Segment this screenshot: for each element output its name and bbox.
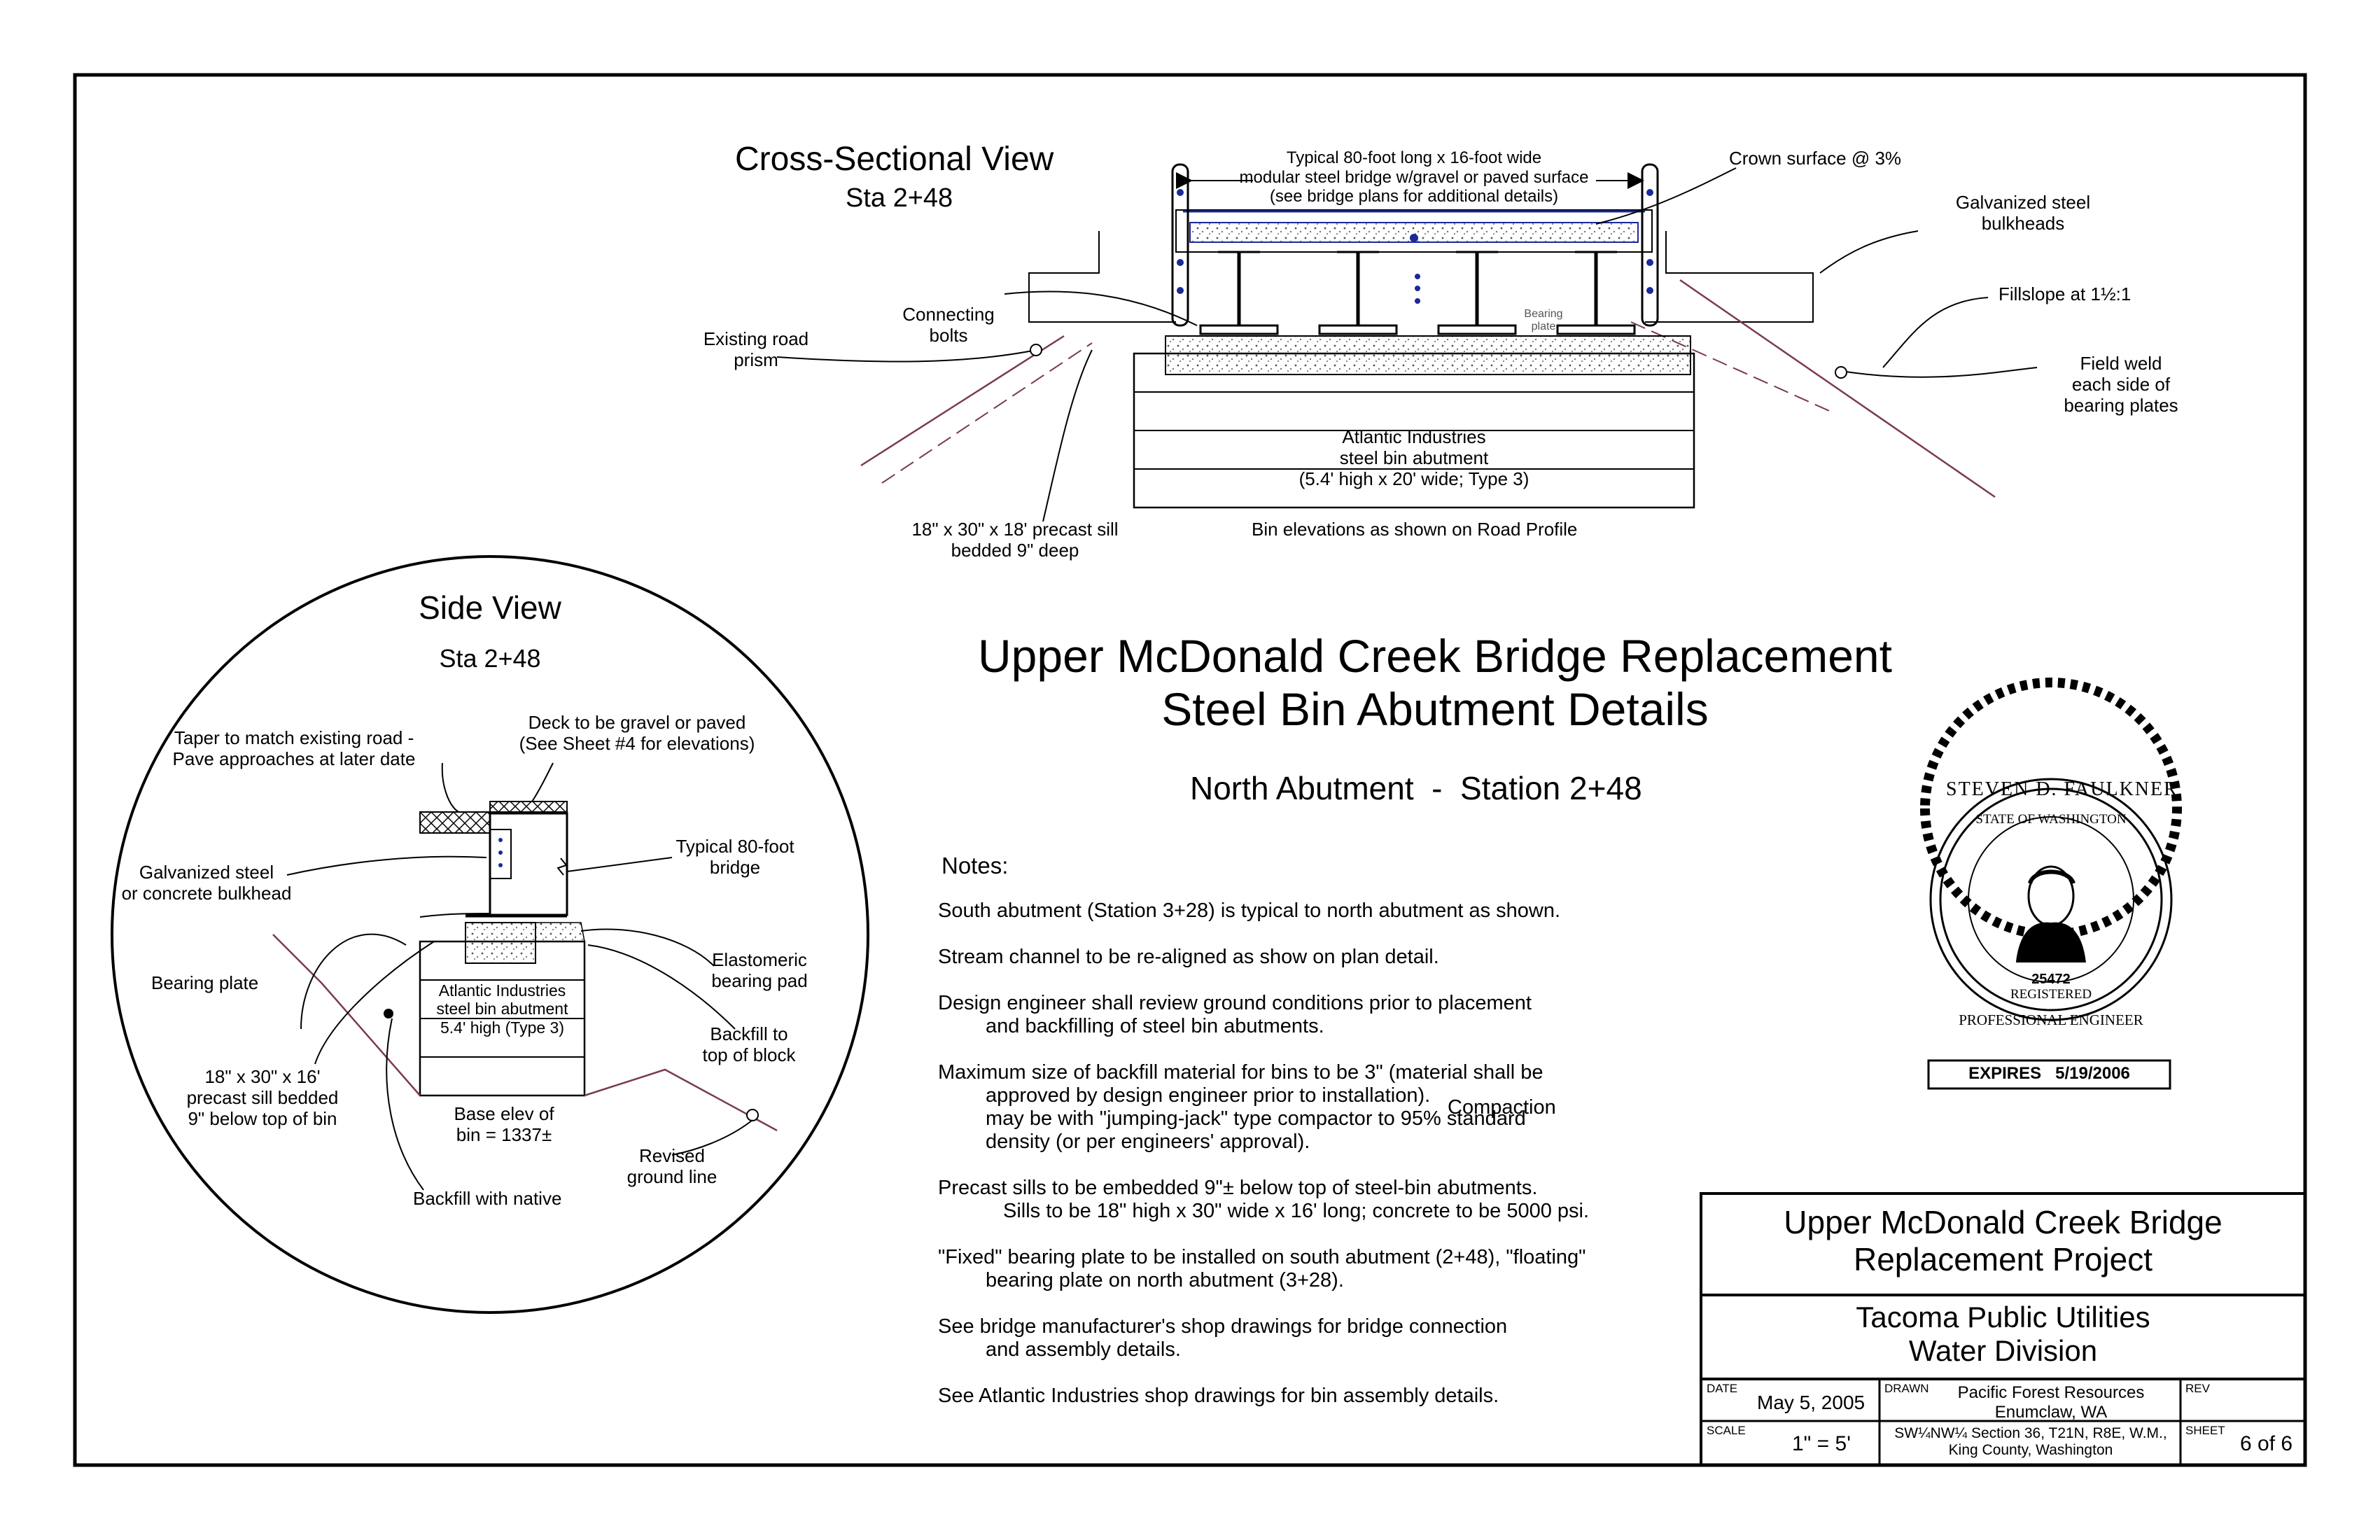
- note-item: Maximum size of backfill material for bi…: [938, 1061, 1544, 1084]
- cross-section-title: Cross-Sectional View: [735, 141, 1054, 178]
- scale-label: SCALE: [1707, 1424, 1746, 1437]
- notes-list: South abutment (Station 3+28) is typical…: [938, 899, 1590, 1407]
- elastomeric-label: Elastomeric bearing pad: [711, 949, 808, 991]
- seal-state: STATE OF WASHINGTON: [1975, 812, 2127, 827]
- taper-label: Taper to match existing road - Pave appr…: [172, 727, 416, 769]
- backfill-block-label: Backfill to top of block: [702, 1023, 796, 1065]
- location-value: SW¼NW¼ Section 36, T21N, R8E, W.M., King…: [1894, 1425, 2167, 1459]
- side-view-station: Sta 2+48: [439, 644, 541, 673]
- side-view-title: Side View: [419, 589, 561, 626]
- backfill-native-label: Backfill with native: [413, 1188, 562, 1209]
- sheet-label: SHEET: [2185, 1424, 2225, 1437]
- seal-registered: REGISTERED: [2010, 987, 2092, 1002]
- seal-professional: PROFESSIONAL ENGINEER: [1959, 1011, 2143, 1028]
- side-view-drawing: [111, 555, 869, 1314]
- bridge-note: Typical 80-foot long x 16-foot wide modu…: [1239, 148, 1589, 206]
- subtitle: North Abutment - Station 2+48: [1190, 770, 1642, 806]
- side-sill-label: 18" x 30" x 16' precast sill bedded 9" b…: [186, 1066, 339, 1129]
- seal-number: 25472: [2031, 972, 2071, 987]
- note-item: Design engineer shall review ground cond…: [938, 992, 1532, 1014]
- compaction-text: Compaction: [1448, 1096, 1556, 1119]
- note-item: See bridge manufacturer's shop drawings …: [938, 1315, 1508, 1338]
- engineer-seal: [1920, 678, 2183, 1090]
- revised-ground-label: Revised ground line: [626, 1145, 718, 1187]
- seal-expires: EXPIRES 5/19/2006: [1968, 1064, 2130, 1083]
- sheet-border: [73, 73, 2307, 1467]
- owner-name: Tacoma Public Utilities Water Division: [1856, 1301, 2150, 1368]
- galvanized-bulkheads-label: Galvanized steel bulkheads: [1955, 192, 2091, 234]
- base-elev-label: Base elev of bin = 1337±: [454, 1103, 554, 1145]
- side-bin-label: Atlantic Industries steel bin abutment 5…: [436, 981, 568, 1037]
- bin-elevations-label: Bin elevations as shown on Road Profile: [1252, 519, 1578, 540]
- precast-sill-label: 18" x 30" x 18' precast sill bedded 9" d…: [911, 519, 1119, 561]
- drawn-value: Pacific Forest Resources Enumclaw, WA: [1957, 1383, 2145, 1422]
- date-label: DATE: [1707, 1382, 1738, 1395]
- date-value: May 5, 2005: [1757, 1392, 1865, 1413]
- deck-label: Deck to be gravel or paved (See Sheet #4…: [519, 712, 755, 754]
- cross-section-drawing: [776, 163, 2038, 522]
- drawn-label: DRAWN: [1884, 1382, 1929, 1395]
- expires-box: [1927, 1059, 2171, 1090]
- note-item: Precast sills to be embedded 9"± below t…: [938, 1177, 1538, 1199]
- field-weld-label: Field weld each side of bearing plates: [2064, 353, 2178, 416]
- typical-bridge-label: Typical 80-foot bridge: [676, 836, 794, 878]
- fillslope-label: Fillslope at 1½:1: [1998, 284, 2132, 304]
- existing-road-label: Existing road prism: [703, 328, 809, 370]
- bulkhead-label: Galvanized steel or concrete bulkhead: [121, 862, 292, 904]
- project-title: Upper McDonald Creek Bridge Replacement …: [1784, 1204, 2222, 1278]
- seal-name: STEVEN D. FAULKNER: [1946, 778, 2178, 800]
- title-block: [1700, 1192, 2306, 1466]
- note-item: South abutment (Station 3+28) is typical…: [938, 899, 1561, 922]
- connecting-bolts-label: Connecting bolts: [902, 304, 995, 346]
- bin-abutment-label: Atlantic Industries steel bin abutment (…: [1298, 426, 1530, 489]
- sheet-value: 6 of 6: [2240, 1432, 2293, 1455]
- note-item: See Atlantic Industries shop drawings fo…: [938, 1385, 1499, 1407]
- rev-label: REV: [2185, 1382, 2210, 1395]
- notes-heading: Notes:: [941, 853, 1009, 878]
- note-item: Stream channel to be re-aligned as show …: [938, 946, 1439, 968]
- cross-section-station: Sta 2+48: [846, 183, 953, 213]
- scale-value: 1" = 5': [1792, 1432, 1851, 1455]
- note-item: "Fixed" bearing plate to be installed on…: [938, 1246, 1586, 1268]
- main-title: Upper McDonald Creek Bridge Replacement …: [978, 630, 1892, 735]
- crown-surface-label: Crown surface @ 3%: [1729, 148, 1902, 169]
- side-bearing-plate-label: Bearing plate: [151, 972, 259, 993]
- bearing-plate-label: Bearing plate: [1524, 308, 1563, 333]
